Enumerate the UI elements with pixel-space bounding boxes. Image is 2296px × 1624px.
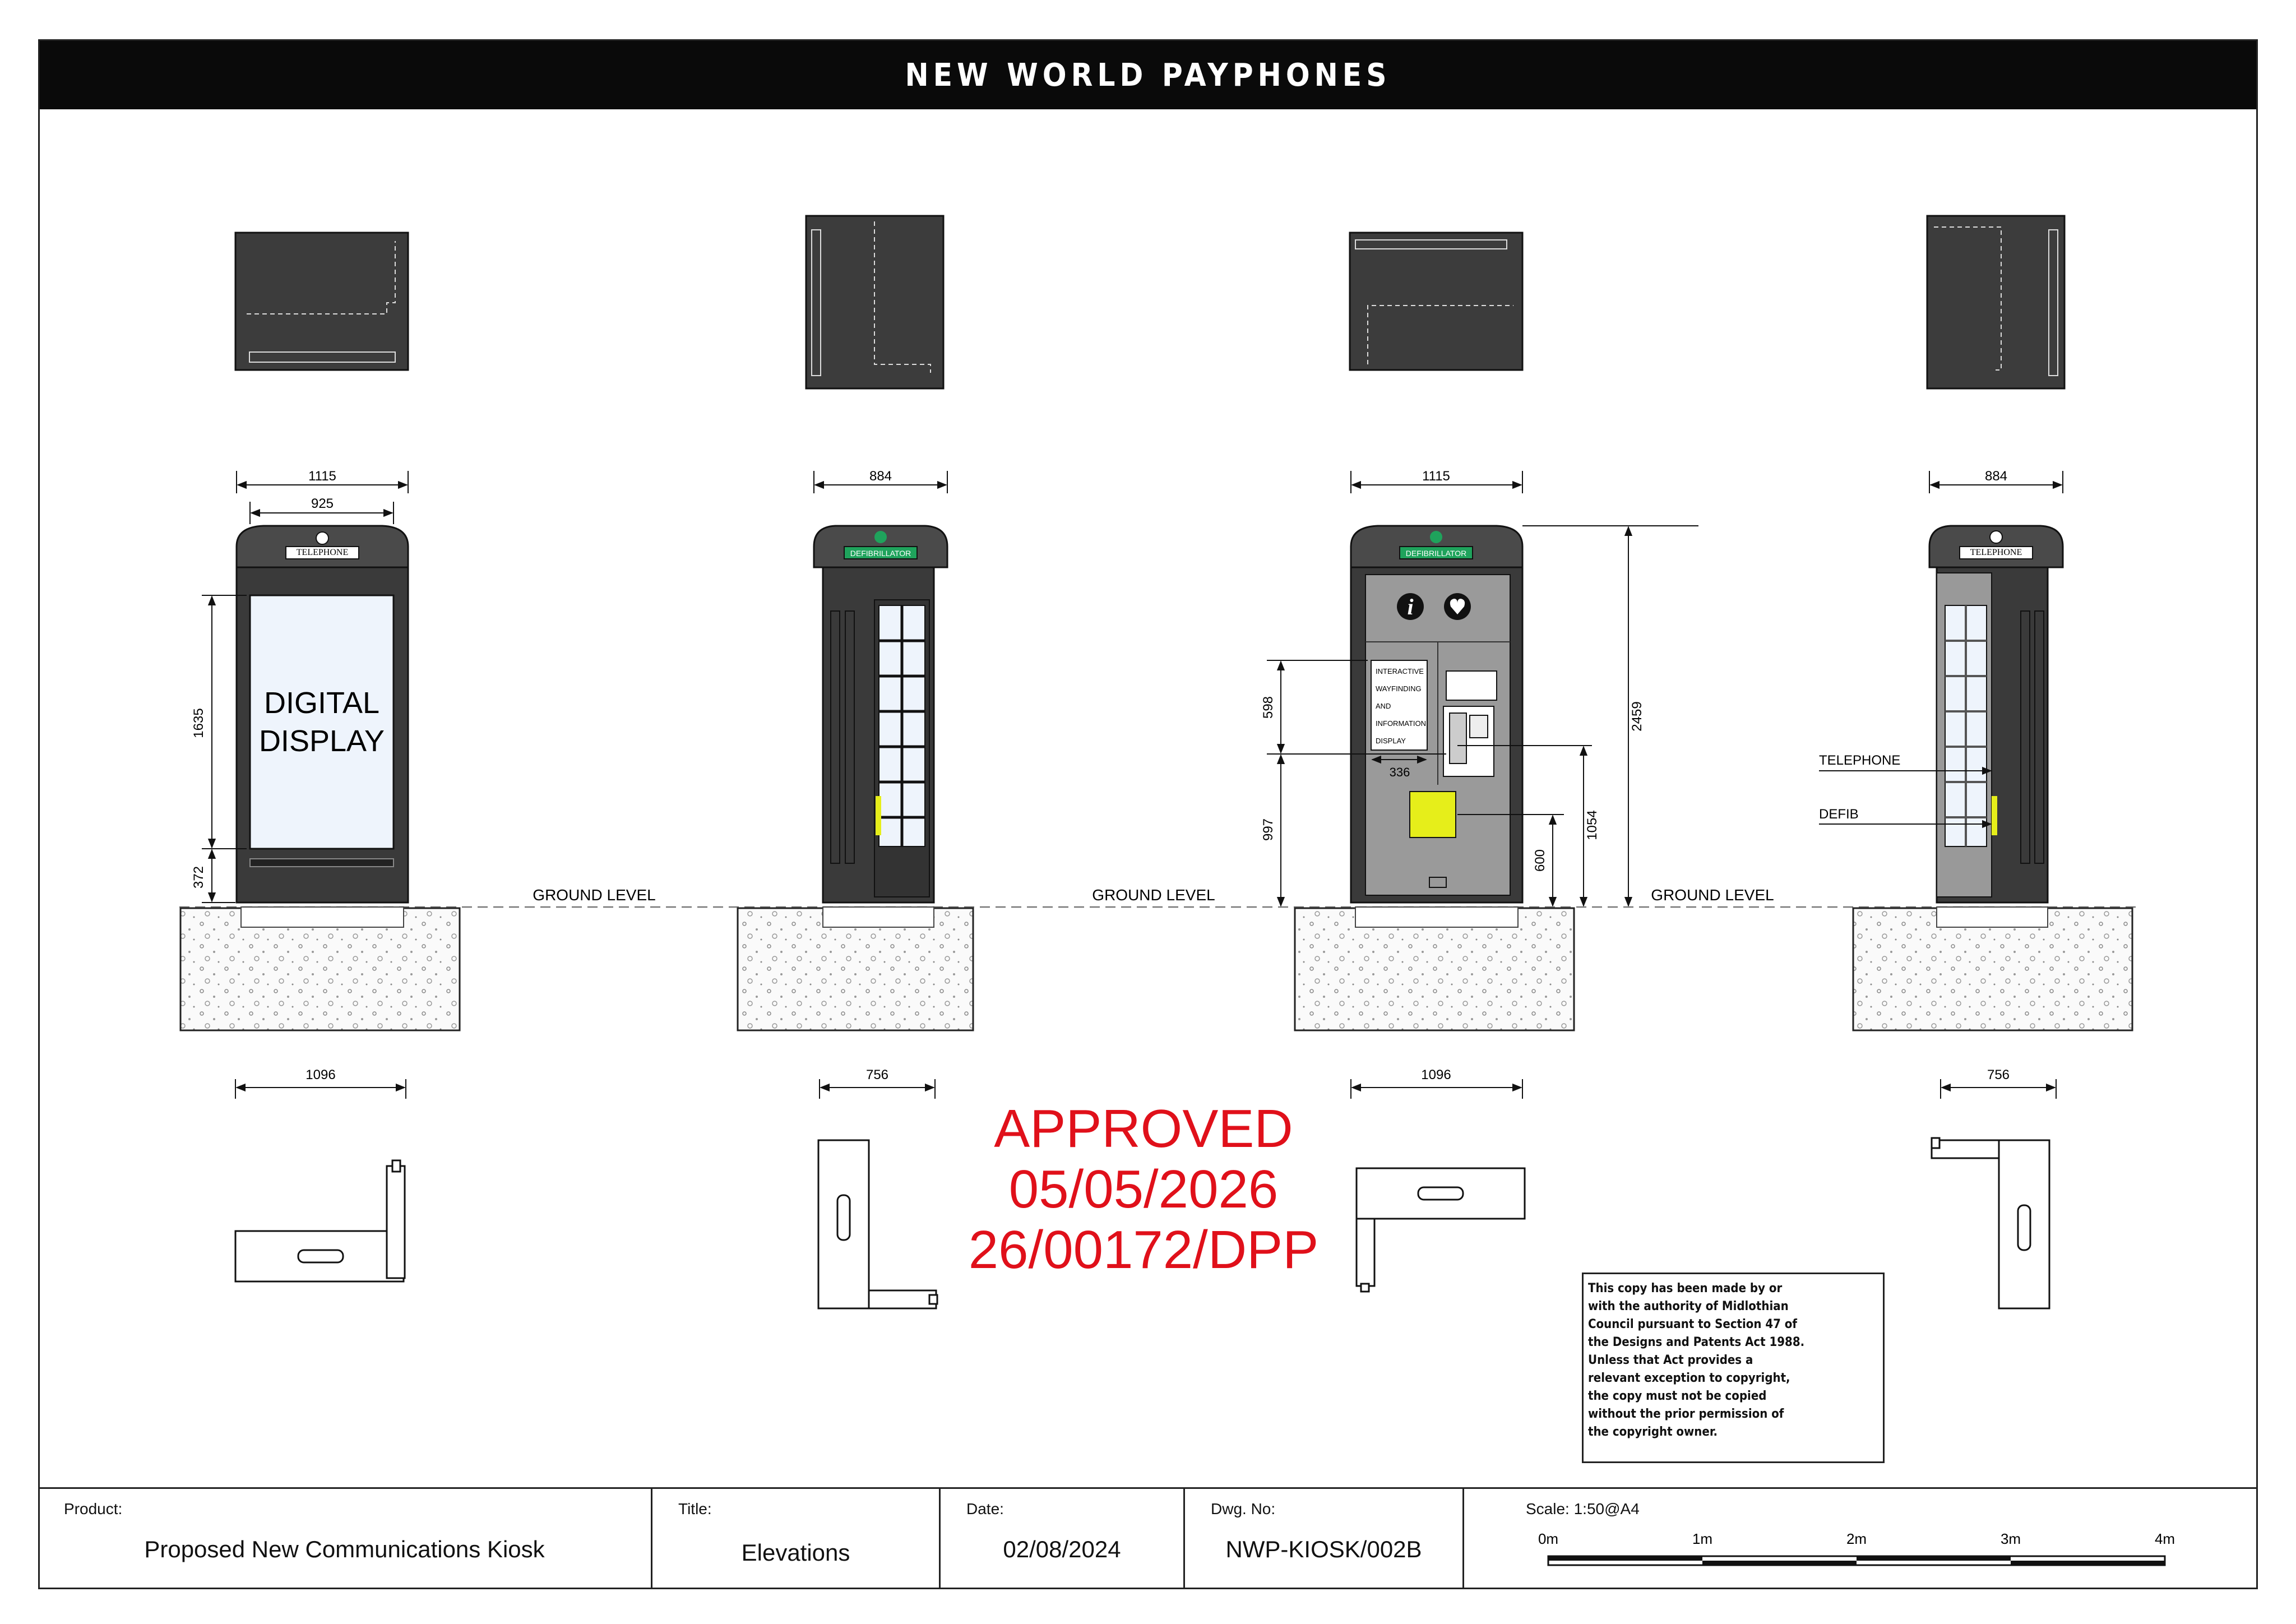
- title-value: Elevations: [741, 1539, 850, 1566]
- digital-display-line1: DIGITAL: [264, 686, 379, 720]
- callout-telephone: TELEPHONE: [1819, 753, 1900, 768]
- callout-defib: DEFIB: [1819, 807, 1859, 822]
- title-block-title: Title: Elevations: [652, 1489, 941, 1589]
- dim-k3-1054: 1054: [1585, 810, 1600, 840]
- dwg-value: NWP-KIOSK/002B: [1225, 1536, 1422, 1562]
- dim-k4-base: 756: [1987, 1067, 2010, 1082]
- approval-stamp: APPROVED 05/05/2026 26/00172/DPP: [953, 1099, 1334, 1280]
- svg-text:i: i: [1407, 594, 1413, 619]
- scale-tick-1: 1m: [1692, 1530, 1712, 1547]
- screen-line-3: AND: [1376, 702, 1391, 710]
- date-value: 02/08/2024: [1003, 1536, 1121, 1562]
- plan-view-1: [234, 232, 409, 371]
- product-value: Proposed New Communications Kiosk: [144, 1536, 545, 1562]
- header-title: NEW WORLD PAYPHONES: [905, 57, 1391, 94]
- drawing-sheet: NEW WORLD PAYPHONES: [38, 39, 2258, 1589]
- approval-line-2: 05/05/2026: [1008, 1159, 1279, 1219]
- dim-k3-600: 600: [1533, 849, 1548, 872]
- ground-level-label-2: GROUND LEVEL: [1092, 886, 1215, 904]
- scale-tick-2: 2m: [1846, 1530, 1867, 1547]
- foundation-2: [737, 907, 974, 1031]
- dim-k2-top: 884: [869, 469, 892, 484]
- approval-line-1: APPROVED: [994, 1099, 1293, 1159]
- dim-k2-base: 756: [866, 1067, 888, 1082]
- base-plate-1: [234, 1159, 406, 1283]
- scale-tick-4: 4m: [2155, 1530, 2175, 1547]
- dim-k3-336: 336: [1390, 765, 1410, 779]
- base-plate-2: [817, 1139, 938, 1310]
- scale-bar: [1547, 1555, 2166, 1566]
- foundation-1: [179, 907, 461, 1031]
- dim-k1-display-h: 1635: [191, 708, 206, 738]
- ground-level-label-1: GROUND LEVEL: [533, 886, 655, 904]
- base-plate-3: [1355, 1167, 1526, 1293]
- approval-line-3: 26/00172/DPP: [968, 1220, 1319, 1280]
- dim-k4-top: 884: [1985, 469, 2007, 484]
- plan-view-4: [1926, 215, 2066, 390]
- title-block-scale: Scale: 1:50@A4: [1464, 1489, 2258, 1589]
- screen-line-1: INTERACTIVE: [1376, 667, 1424, 675]
- kiosk2-sign: DEFIBRILLATOR: [850, 549, 911, 558]
- header-bar: NEW WORLD PAYPHONES: [40, 41, 2256, 109]
- dimension-lines: [202, 471, 2063, 1099]
- date-caption: Date:: [966, 1500, 1004, 1517]
- dim-k1-base-h: 372: [191, 866, 206, 889]
- kiosk-elevation-1: [235, 525, 409, 904]
- screen-line-5: DISPLAY: [1376, 737, 1406, 745]
- title-block-date: Date: 02/08/2024: [941, 1489, 1185, 1589]
- ground-level-label-3: GROUND LEVEL: [1651, 886, 1774, 904]
- kiosk-elevation-3: i: [1350, 525, 1524, 904]
- scale-caption: Scale: 1:50@A4: [1526, 1500, 1640, 1517]
- copyright-notice-box: This copy has been made by or with the a…: [1582, 1273, 1885, 1463]
- foundation-3: [1294, 907, 1575, 1031]
- kiosk4-sign: TELEPHONE: [1970, 548, 2022, 557]
- kiosk-elevation-4: [1928, 525, 2064, 904]
- foundation-4: [1852, 907, 2133, 1031]
- copyright-notice-text: This copy has been made by or with the a…: [1588, 1281, 1805, 1439]
- screen-line-4: INFORMATION: [1376, 719, 1426, 728]
- dim-k3-997: 997: [1261, 818, 1276, 841]
- title-block: Product: Proposed New Communications Kio…: [38, 1487, 2258, 1589]
- dim-k1-inner: 925: [311, 496, 334, 511]
- title-block-dwg: Dwg. No: NWP-KIOSK/002B: [1185, 1489, 1464, 1589]
- screen-line-2: WAYFINDING: [1376, 684, 1422, 693]
- digital-display-line2: DISPLAY: [259, 724, 385, 758]
- dim-k3-base: 1096: [1421, 1067, 1451, 1082]
- dim-k1-base: 1096: [305, 1067, 335, 1082]
- kiosk3-sign: DEFIBRILLATOR: [1406, 549, 1466, 558]
- base-plate-4: [1931, 1137, 2050, 1310]
- kiosk-elevation-2: [813, 525, 948, 904]
- product-caption: Product:: [64, 1500, 123, 1517]
- kiosk1-sign: TELEPHONE: [297, 548, 348, 557]
- callout-leaders: [1819, 766, 1992, 829]
- scale-tick-0: 0m: [1538, 1530, 1558, 1547]
- scale-tick-3: 3m: [2001, 1530, 2021, 1547]
- plan-view-2: [805, 215, 945, 390]
- dim-k3-598: 598: [1261, 696, 1276, 719]
- title-caption: Title:: [678, 1500, 712, 1517]
- plan-view-3: [1349, 232, 1524, 371]
- dim-k3-top: 1115: [1422, 469, 1450, 484]
- dim-k3-2459: 2459: [1630, 701, 1645, 731]
- dwg-caption: Dwg. No:: [1211, 1500, 1276, 1517]
- title-block-product: Product: Proposed New Communications Kio…: [38, 1489, 652, 1589]
- dim-k1-top: 1115: [308, 469, 336, 484]
